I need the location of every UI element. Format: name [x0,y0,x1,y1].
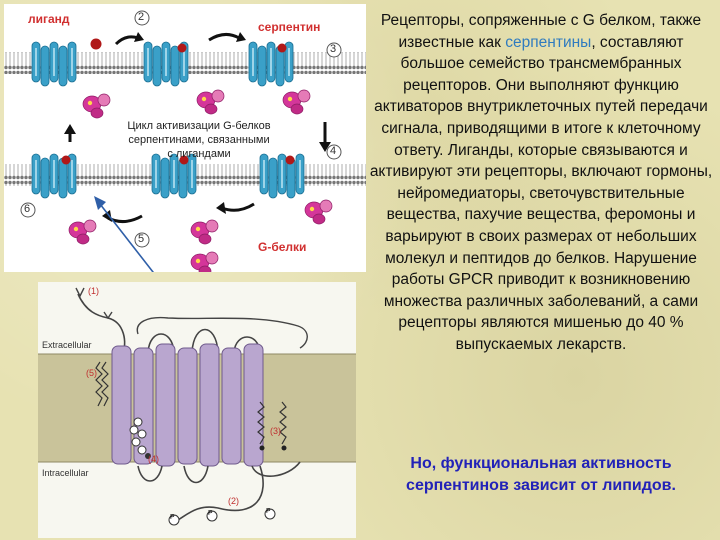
description-part-1: Рецепторы, сопряженные с G белком, также… [380,12,702,51]
step-circle-3 [326,42,342,58]
arrow-2-3 [208,33,240,42]
arrow-4-5-head [216,202,226,214]
step-circle-6 [20,202,36,218]
marker-4: (4) [148,454,159,464]
lipid-anchor-1 [257,401,265,445]
step-number-2: 2 [138,11,145,23]
marker-1: (1) [88,286,99,296]
arrow-2-3-head [236,32,246,42]
arrow-5-6-head [102,210,112,222]
cycle-title-line-1: Цикл активизации G-белков [127,120,271,132]
glycosylation-marks [75,287,113,320]
gprotein-cycle-diagram: лиганд серпентин G-белки Цикл активизаци… [4,4,366,377]
phospho-label-3: P [266,508,271,515]
label-ligand: лиганд [28,12,70,26]
ligand-bound-5 [179,155,189,165]
g-protein-4 [304,199,333,225]
ligand-bound-3 [277,43,287,53]
tm-helix-6 [221,347,242,465]
arrow-4-5 [221,202,255,212]
phospho-site-3 [264,508,276,520]
gpcr-structure-diagram: Extracellular Intracellular (1) (5) (3) … [38,282,356,538]
g-protein-6 [68,219,97,245]
description-highlight: серпентины [505,33,592,51]
step-circle-5 [134,232,150,248]
step-number-5: 5 [138,233,145,245]
label-serpentin: серпентин [258,20,321,34]
receptor-step-1 [31,41,77,87]
phospho-label-2: P [208,510,213,517]
phospho-site-1 [168,514,180,526]
marker-2: (2) [228,496,239,506]
marker-3: (3) [270,426,281,436]
ligand-free [90,38,102,50]
arrow-1-2-head [134,32,144,42]
conclusion-text: Но, функциональная активность серпентино… [406,455,676,494]
ligand-lipid-chain [95,361,103,407]
cycle-title: Цикл активизации G-белков серпентинами, … [94,119,304,161]
step-number-4: 4 [330,145,337,157]
gpcr-structure-svg [38,287,356,526]
c-terminus-chain [177,465,264,521]
g-protein-1 [82,93,111,119]
label-intracellular: Intracellular [42,468,89,478]
lipid-anchor-2 [279,401,287,445]
tm-helix-4 [177,347,198,465]
step-circle-2 [134,10,150,26]
description-part-2: , составляют большое семейство трансмемб… [369,33,713,353]
cycle-title-line-3: с лигандами [167,148,231,160]
g-protein-5 [190,219,219,245]
marker-5: (5) [86,368,97,378]
cycle-title-line-2: серпентинами, связанными [128,134,270,146]
lipid-beads [129,417,151,459]
tm-helix-5 [199,343,220,467]
ligand-bound-6 [61,155,71,165]
phospho-site-2 [206,510,218,522]
g-protein-2 [196,89,225,115]
cycle-diagram-svg [4,10,366,377]
phospho-label-1: P [170,514,175,521]
description-text: Рецепторы, сопряженные с G белком, также… [368,10,714,356]
tm-helix-1 [111,345,132,465]
step-number-3: 3 [330,43,337,55]
g-protein-free [190,251,219,277]
g-protein-3 [282,89,311,115]
ligand-bound-2 [177,43,187,53]
ligand-bound-4 [285,155,295,165]
arrow-6-1-head [64,124,76,134]
label-extracellular: Extracellular [42,340,92,350]
label-g-proteins: G-белки [258,240,307,254]
arrow-3-4-head [319,142,331,152]
step-circle-4 [326,144,342,160]
pointer-line-head [94,196,106,210]
step-number-6: 6 [24,203,31,215]
tm-helix-3 [155,343,176,467]
